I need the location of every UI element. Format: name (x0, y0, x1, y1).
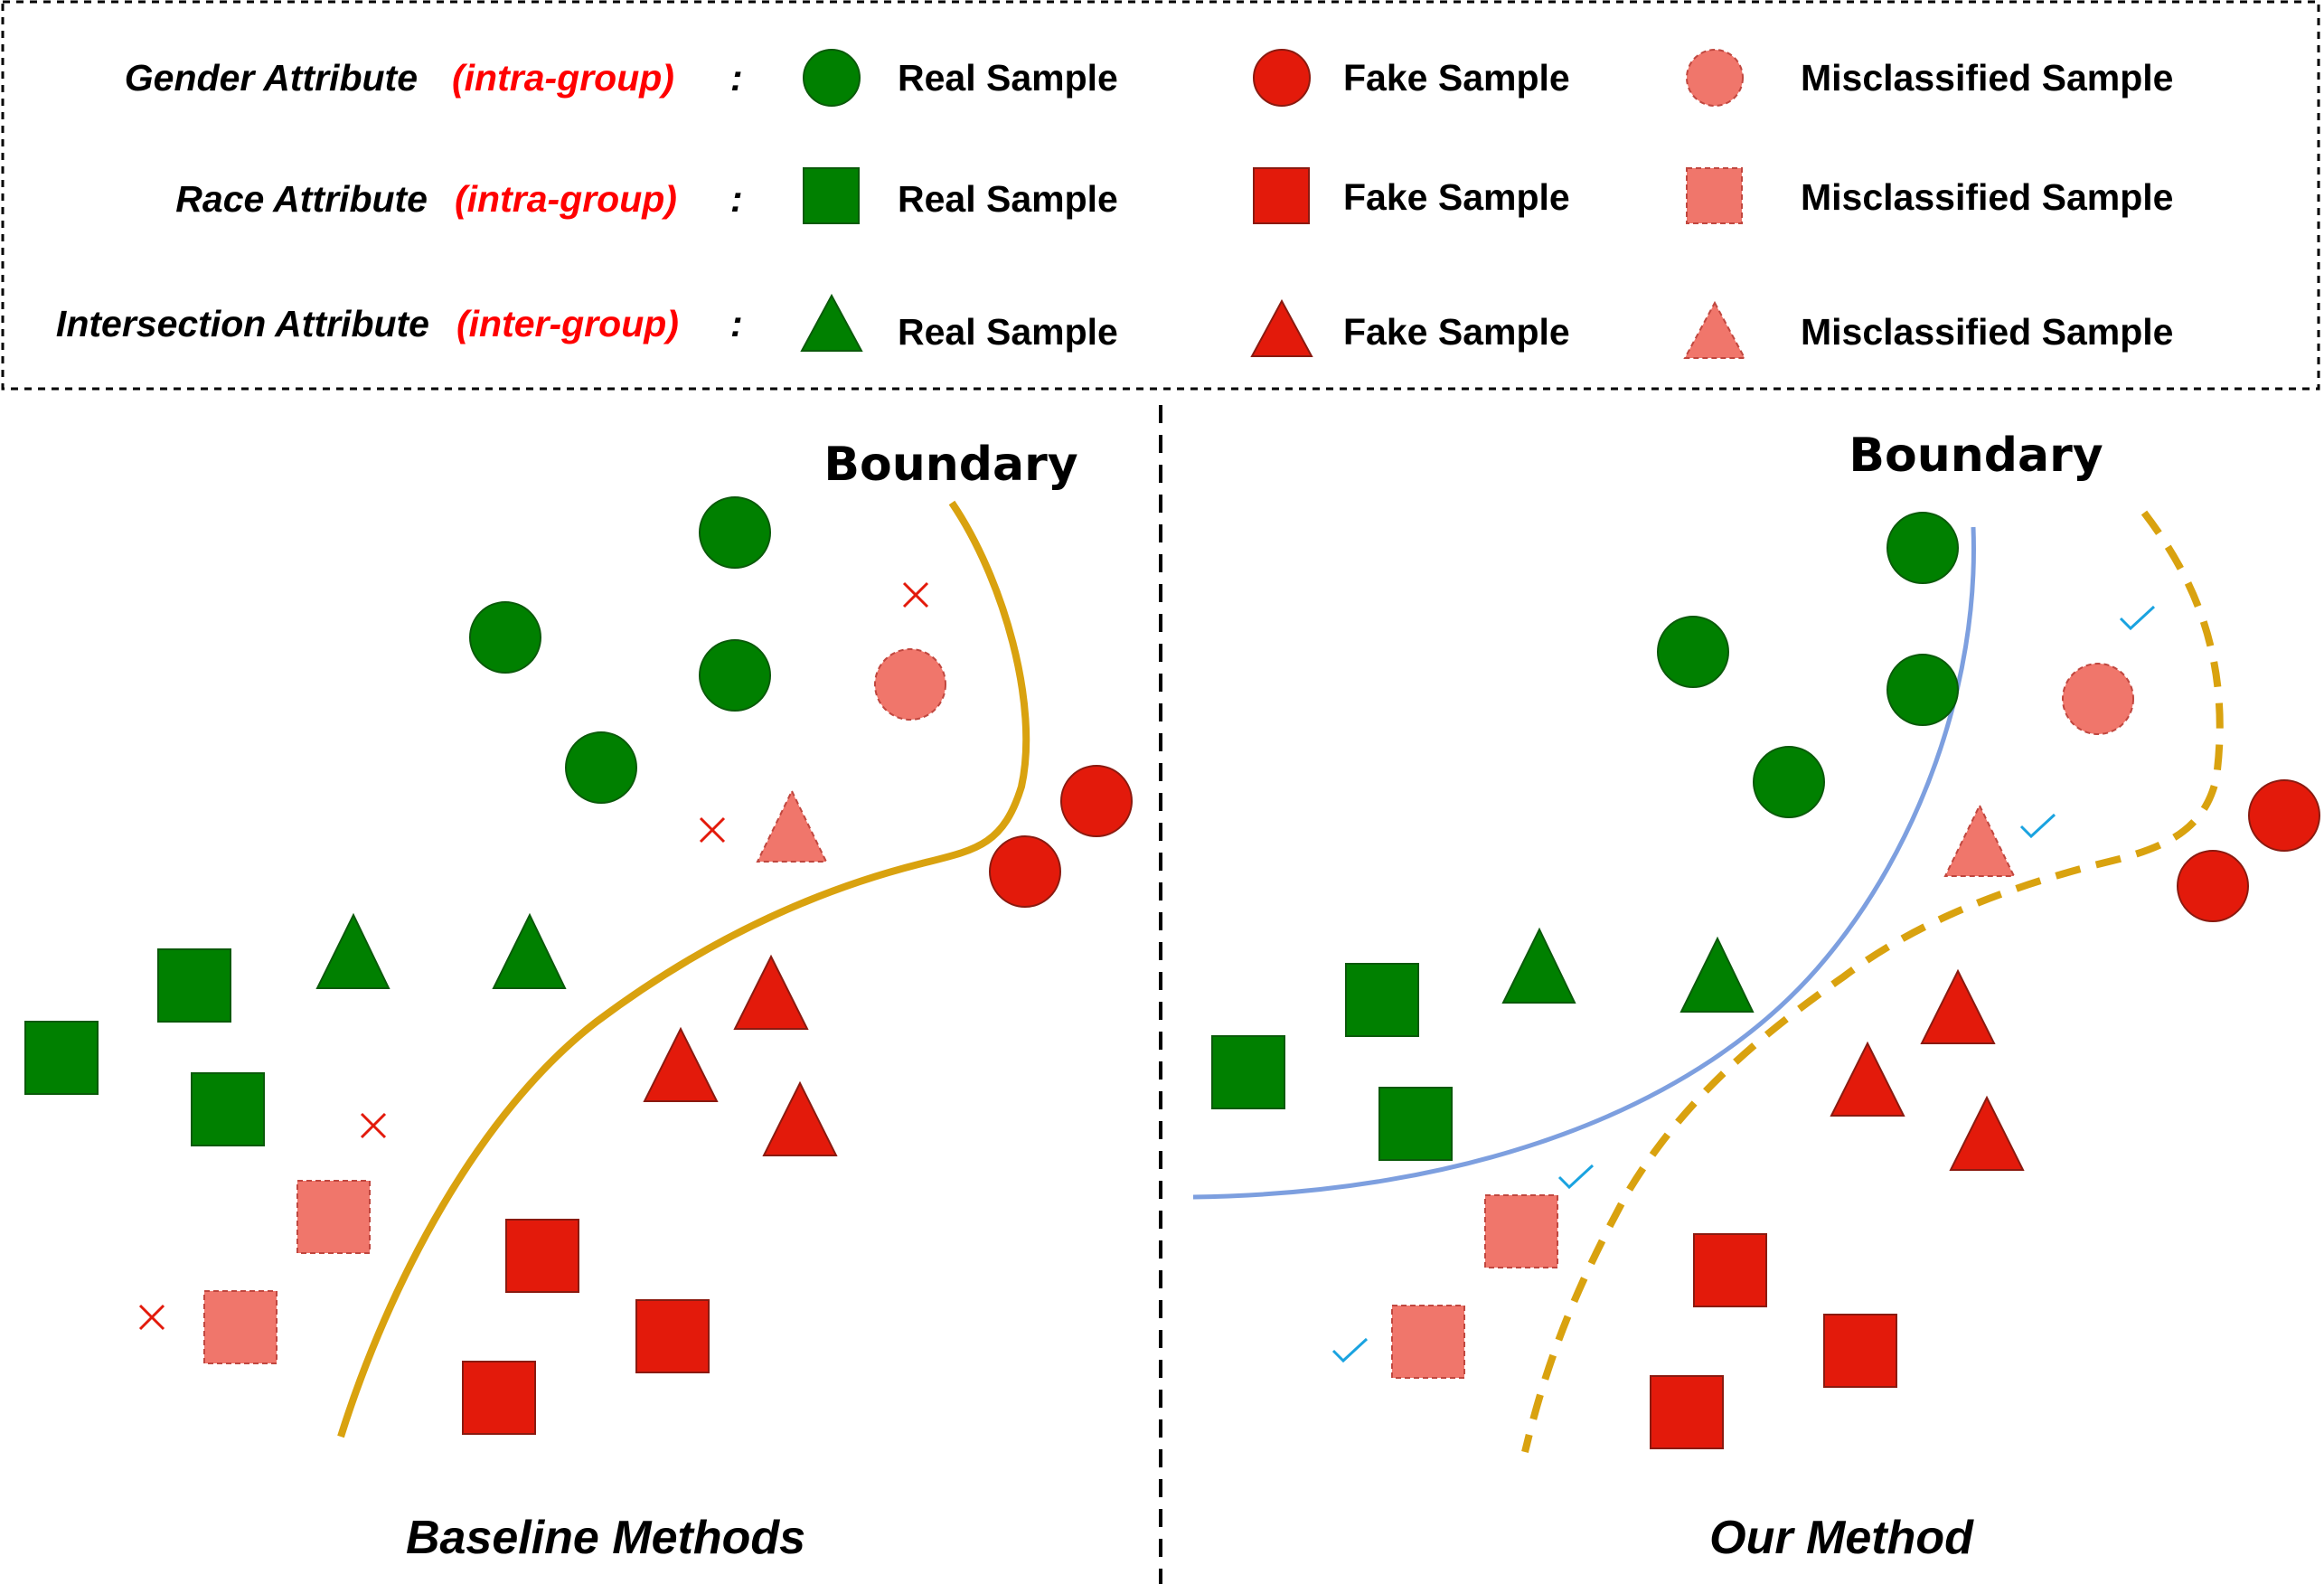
fake-sample-triangle (1949, 1095, 2025, 1171)
legend-fake-square-icon (1253, 167, 1310, 224)
legend-fake-label-race: Fake Sample (1343, 176, 1570, 218)
ours-panel: Boundary (1192, 429, 2320, 1564)
real-sample-square (191, 1072, 265, 1146)
legend-real-triangle-icon (800, 293, 863, 352)
legend-real-label-gender: Real Sample (898, 57, 1118, 99)
fake-sample-triangle (1920, 968, 1996, 1044)
baseline-panel-title: Baseline Methods (406, 1512, 805, 1564)
real-sample-circle (1753, 746, 1825, 818)
legend-misclassified-circle-icon (1686, 49, 1744, 107)
legend-colon-gender: : (730, 57, 743, 99)
check-icon (1331, 1337, 1369, 1363)
misclassified-sample-circle (874, 648, 946, 721)
fake-sample-circle (1060, 765, 1133, 837)
ours-panel-title: Our Method (1709, 1512, 1974, 1564)
fake-sample-triangle (733, 954, 809, 1030)
cross-icon (360, 1112, 387, 1139)
misclassified-sample-square (1391, 1305, 1465, 1379)
ours-boundary-label: Boundary (1849, 429, 2103, 483)
check-icon (1557, 1164, 1595, 1190)
legend-real-label-race: Real Sample (898, 178, 1118, 220)
real-sample-triangle (1679, 936, 1755, 1013)
real-sample-circle (1886, 512, 1959, 584)
legend-group-intersection: (inter-group) (456, 303, 679, 344)
real-sample-circle (699, 639, 771, 712)
cross-icon (138, 1304, 165, 1331)
fake-sample-circle (989, 835, 1061, 908)
real-sample-triangle (315, 912, 390, 989)
legend-attribute-intersection: Intersection Attribute (56, 303, 429, 344)
baseline-panel: Boundary (24, 438, 1133, 1564)
fake-sample-square (635, 1299, 710, 1373)
real-sample-square (24, 1021, 99, 1095)
real-sample-square (1211, 1035, 1285, 1109)
fake-sample-circle (2177, 850, 2249, 922)
legend-colon-intersection: : (730, 303, 743, 344)
legend-misclassified-label-intersection: Misclassified Sample (1801, 311, 2173, 353)
legend-real-circle-icon (803, 49, 861, 107)
real-sample-triangle (492, 912, 567, 989)
misclassified-sample-triangle (1943, 803, 2016, 877)
legend-fake-circle-icon (1253, 49, 1311, 107)
real-sample-circle (565, 731, 637, 804)
fake-sample-square (505, 1219, 579, 1293)
legend-real-label-intersection: Real Sample (898, 311, 1118, 353)
check-icon (2019, 813, 2056, 839)
legend-misclassified-triangle-icon (1683, 300, 1746, 359)
fake-sample-triangle (762, 1080, 838, 1156)
fake-sample-square (1693, 1233, 1767, 1307)
misclassified-sample-square (203, 1290, 278, 1364)
legend-fake-label-intersection: Fake Sample (1343, 311, 1570, 353)
misclassified-sample-circle (2062, 663, 2134, 735)
real-sample-square (1378, 1087, 1453, 1161)
fake-sample-square (1823, 1314, 1897, 1388)
check-icon (2119, 605, 2156, 631)
fake-sample-triangle (643, 1026, 719, 1102)
baseline-boundary-dashed-line (1521, 510, 2224, 1453)
cross-icon (699, 816, 726, 844)
real-sample-circle (699, 496, 771, 569)
legend-misclassified-label-gender: Misclassified Sample (1801, 57, 2173, 99)
misclassified-sample-triangle (756, 788, 828, 863)
legend-colon-race: : (730, 178, 743, 220)
real-sample-square (157, 948, 231, 1023)
legend-attribute-gender: Gender Attribute (125, 57, 418, 99)
legend-group-gender: (intra-group) (452, 57, 674, 99)
fake-sample-circle (2248, 779, 2320, 852)
legend-attribute-race: Race Attribute (175, 178, 428, 220)
real-sample-triangle (1501, 927, 1576, 1004)
legend-group-race: (intra-group) (455, 178, 677, 220)
fake-sample-square (462, 1361, 536, 1435)
baseline-boundary-label: Boundary (823, 438, 1077, 492)
real-sample-circle (1886, 654, 1959, 726)
fake-sample-triangle (1830, 1041, 1905, 1117)
misclassified-sample-square (1484, 1194, 1558, 1268)
legend-misclassified-label-race: Misclassified Sample (1801, 176, 2173, 218)
misclassified-sample-square (296, 1180, 371, 1254)
real-sample-square (1345, 963, 1419, 1037)
legend: Gender Attribute (intra-group) : Real Sa… (56, 49, 2173, 359)
legend-real-square-icon (803, 167, 860, 224)
legend-misclassified-square-icon (1686, 167, 1743, 224)
fake-sample-square (1650, 1375, 1724, 1449)
real-sample-circle (469, 601, 541, 674)
legend-fake-label-gender: Fake Sample (1343, 57, 1570, 99)
real-sample-circle (1657, 616, 1729, 688)
legend-box (1, 0, 2320, 391)
cross-icon (902, 581, 929, 608)
baseline-boundary-line (337, 500, 1030, 1438)
legend-fake-triangle-icon (1250, 298, 1313, 357)
